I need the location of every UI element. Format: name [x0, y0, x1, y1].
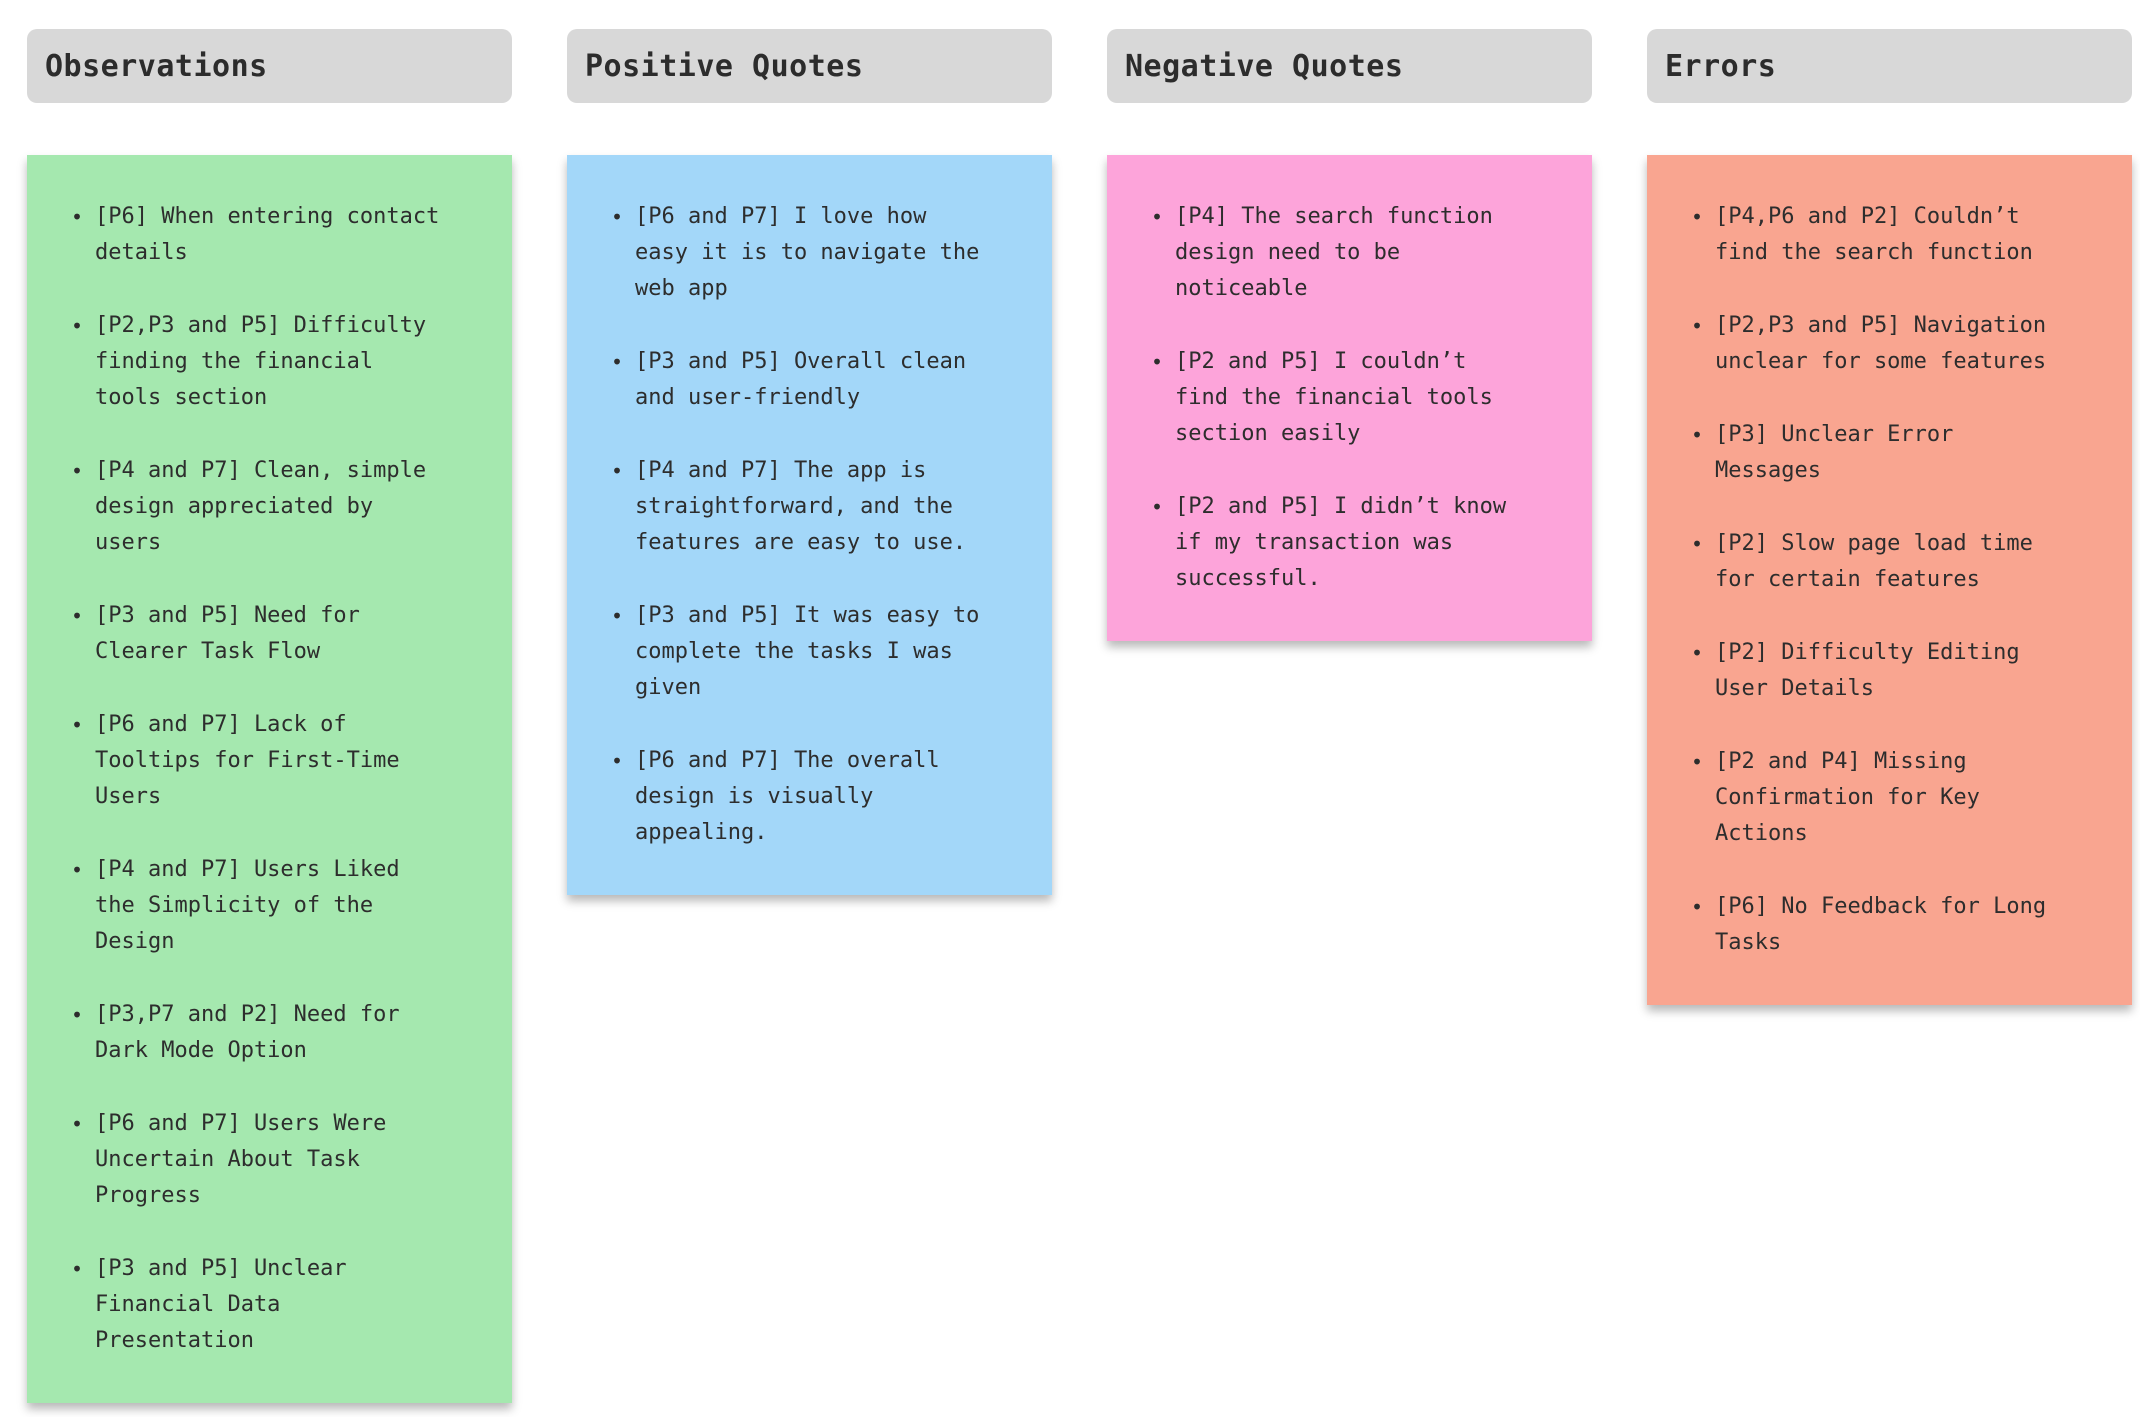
note-text: [P4] The search function design need to …	[1175, 204, 1493, 301]
column-title: Observations	[45, 48, 268, 84]
column-observations: Observations • [P6] When entering contact…	[27, 29, 512, 1403]
bullet-icon: •	[1691, 532, 1704, 556]
bullet-icon: •	[1691, 314, 1704, 338]
bullet-icon: •	[71, 604, 84, 628]
column-negative-quotes: Negative Quotes • [P4] The search functio…	[1107, 29, 1592, 641]
note-item: • [P4 and P7] The app is straightforward,…	[611, 453, 1032, 561]
note-text: [P3 and P5] Overall clean and user-frien…	[635, 349, 967, 410]
column-errors: Errors • [P4,P6 and P2] Couldn’t find the…	[1647, 29, 2132, 1005]
bullet-icon: •	[1151, 205, 1164, 229]
note-item: • [P6 and P7] Lack of Tooltips for First-…	[71, 707, 492, 815]
note-text: [P2] Difficulty Editing User Details	[1715, 640, 2020, 701]
note-text: [P6 and P7] I love how easy it is to nav…	[635, 204, 980, 301]
sticky-note-observations[interactable]: • [P6] When entering contact details • [P2,…	[27, 155, 512, 1403]
bullet-icon: •	[71, 205, 84, 229]
note-list: • [P4] The search function design need to…	[1151, 199, 1572, 597]
note-text: [P6] When entering contact details	[95, 204, 440, 265]
note-text: [P2] Slow page load time for certain fea…	[1715, 531, 2033, 592]
note-text: [P6 and P7] Users Were Uncertain About T…	[95, 1111, 387, 1208]
note-item: • [P6 and P7] The overall design is visua…	[611, 743, 1032, 851]
sticky-note-negative-quotes[interactable]: • [P4] The search function design need to…	[1107, 155, 1592, 641]
note-item: • [P4] The search function design need to…	[1151, 199, 1572, 307]
bullet-icon: •	[71, 858, 84, 882]
note-item: • [P3 and P5] Unclear Financial Data Pres…	[71, 1251, 492, 1359]
note-item: • [P4 and P7] Users Liked the Simplicity …	[71, 852, 492, 960]
bullet-icon: •	[1691, 423, 1704, 447]
bullet-icon: •	[1691, 641, 1704, 665]
bullet-icon: •	[611, 459, 624, 483]
note-item: • [P3,P7 and P2] Need for Dark Mode Optio…	[71, 997, 492, 1069]
column-title: Positive Quotes	[585, 48, 864, 84]
note-text: [P2,P3 and P5] Difficulty finding the fi…	[95, 313, 427, 410]
note-item: • [P2 and P4] Missing Confirmation for Ke…	[1691, 744, 2112, 852]
bullet-icon: •	[1151, 350, 1164, 374]
column-header-negative-quotes[interactable]: Negative Quotes	[1107, 29, 1592, 103]
note-item: • [P3 and P5] Overall clean and user-frie…	[611, 344, 1032, 416]
sticky-note-errors[interactable]: • [P4,P6 and P2] Couldn’t find the search…	[1647, 155, 2132, 1005]
note-text: [P6] No Feedback for Long Tasks	[1715, 894, 2047, 955]
note-item: • [P2 and P5] I couldn’t find the financi…	[1151, 344, 1572, 452]
bullet-icon: •	[1691, 205, 1704, 229]
note-item: • [P6 and P7] I love how easy it is to na…	[611, 199, 1032, 307]
bullet-icon: •	[1691, 895, 1704, 919]
note-text: [P2 and P5] I didn’t know if my transact…	[1175, 494, 1507, 591]
note-text: [P4 and P7] Clean, simple design appreci…	[95, 458, 427, 555]
note-text: [P3,P7 and P2] Need for Dark Mode Option	[95, 1002, 400, 1063]
note-text: [P3] Unclear Error Messages	[1715, 422, 1954, 483]
bullet-icon: •	[71, 1112, 84, 1136]
bullet-icon: •	[611, 749, 624, 773]
bullet-icon: •	[71, 459, 84, 483]
note-list: • [P6] When entering contact details • [P2,…	[71, 199, 492, 1359]
bullet-icon: •	[71, 713, 84, 737]
column-header-positive-quotes[interactable]: Positive Quotes	[567, 29, 1052, 103]
bullet-icon: •	[611, 350, 624, 374]
note-text: [P3 and P5] It was easy to complete the …	[635, 603, 980, 700]
note-item: • [P6] When entering contact details	[71, 199, 492, 271]
note-item: • [P6 and P7] Users Were Uncertain About …	[71, 1106, 492, 1214]
note-item: • [P4 and P7] Clean, simple design apprec…	[71, 453, 492, 561]
note-item: • [P2,P3 and P5] Navigation unclear for s…	[1691, 308, 2112, 380]
note-text: [P6 and P7] Lack of Tooltips for First-T…	[95, 712, 400, 809]
column-header-errors[interactable]: Errors	[1647, 29, 2132, 103]
note-item: • [P4,P6 and P2] Couldn’t find the search…	[1691, 199, 2112, 271]
bullet-icon: •	[1151, 495, 1164, 519]
note-text: [P2 and P5] I couldn’t find the financia…	[1175, 349, 1493, 446]
bullet-icon: •	[71, 1257, 84, 1281]
note-text: [P4 and P7] Users Liked the Simplicity o…	[95, 857, 400, 954]
bullet-icon: •	[71, 314, 84, 338]
note-item: • [P3] Unclear Error Messages	[1691, 417, 2112, 489]
note-text: [P2 and P4] Missing Confirmation for Key…	[1715, 749, 1980, 846]
bullet-icon: •	[611, 604, 624, 628]
note-item: • [P3 and P5] It was easy to complete the…	[611, 598, 1032, 706]
note-item: • [P2] Difficulty Editing User Details	[1691, 635, 2112, 707]
column-positive-quotes: Positive Quotes • [P6 and P7] I love how …	[567, 29, 1052, 895]
note-text: [P6 and P7] The overall design is visual…	[635, 748, 940, 845]
bullet-icon: •	[71, 1003, 84, 1027]
note-item: • [P2] Slow page load time for certain fe…	[1691, 526, 2112, 598]
note-text: [P3 and P5] Unclear Financial Data Prese…	[95, 1256, 347, 1353]
note-item: • [P2 and P5] I didn’t know if my transac…	[1151, 489, 1572, 597]
note-list: • [P4,P6 and P2] Couldn’t find the search…	[1691, 199, 2112, 961]
column-header-observations[interactable]: Observations	[27, 29, 512, 103]
note-text: [P2,P3 and P5] Navigation unclear for so…	[1715, 313, 2047, 374]
note-list: • [P6 and P7] I love how easy it is to na…	[611, 199, 1032, 851]
sticky-note-positive-quotes[interactable]: • [P6 and P7] I love how easy it is to na…	[567, 155, 1052, 895]
bullet-icon: •	[611, 205, 624, 229]
note-text: [P4 and P7] The app is straightforward, …	[635, 458, 967, 555]
column-title: Negative Quotes	[1125, 48, 1404, 84]
note-text: [P4,P6 and P2] Couldn’t find the search …	[1715, 204, 2033, 265]
note-text: [P3 and P5] Need for Clearer Task Flow	[95, 603, 360, 664]
note-item: • [P6] No Feedback for Long Tasks	[1691, 889, 2112, 961]
note-item: • [P2,P3 and P5] Difficulty finding the f…	[71, 308, 492, 416]
column-title: Errors	[1665, 48, 1777, 84]
bullet-icon: •	[1691, 750, 1704, 774]
note-item: • [P3 and P5] Need for Clearer Task Flow	[71, 598, 492, 670]
